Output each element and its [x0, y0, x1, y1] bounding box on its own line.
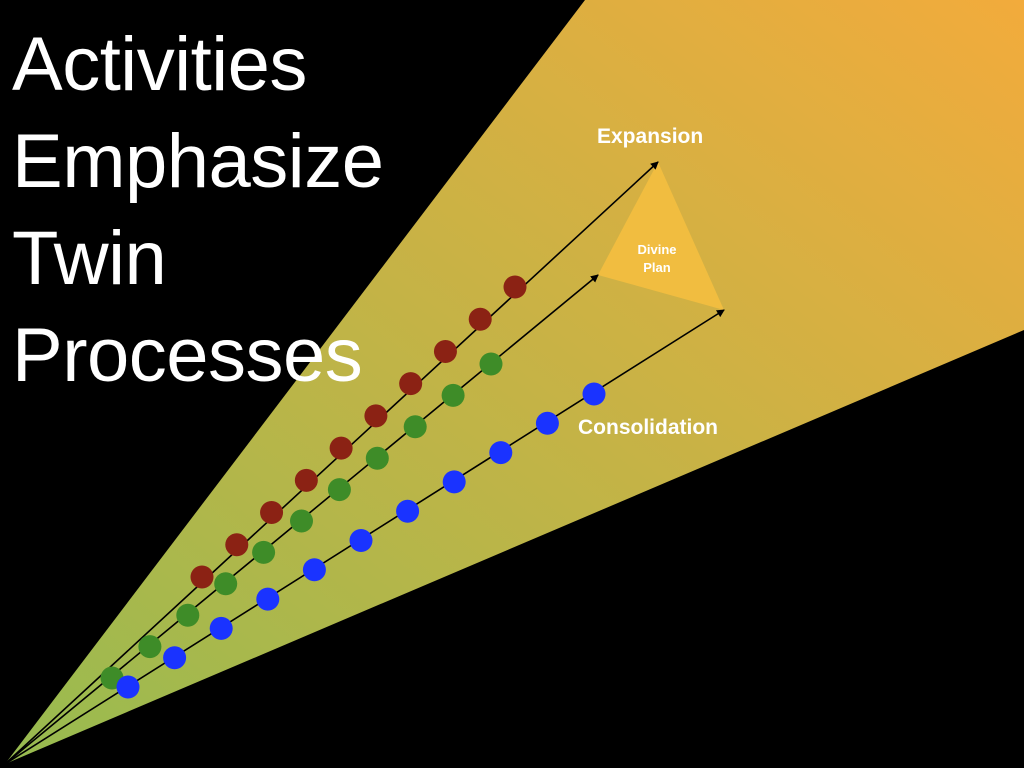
red-dot [503, 275, 527, 299]
blue-dot [535, 411, 559, 435]
green-dot [252, 540, 276, 564]
blue-dot [116, 675, 140, 699]
divine-plan-line: Plan [643, 260, 671, 275]
green-dot [403, 415, 427, 439]
consolidation-label: Consolidation [578, 416, 718, 439]
green-dot [441, 383, 465, 407]
green-dot [290, 509, 313, 533]
slide-title: Activities Emphasize Twin Processes [12, 16, 384, 404]
blue-dot [442, 470, 466, 494]
blue-dot [396, 499, 420, 523]
blue-dot [163, 646, 187, 670]
blue-dot [489, 441, 513, 465]
green-dot [214, 572, 238, 596]
red-dot [364, 404, 388, 428]
divine-plan-line: Divine [637, 242, 677, 257]
title-line: Activities [12, 22, 307, 107]
expansion-label: Expansion [597, 125, 704, 148]
red-dot [190, 565, 214, 589]
red-dot [433, 339, 457, 363]
divine-plan-triangle [598, 162, 724, 310]
title-line: Twin [12, 216, 167, 301]
red-dot [468, 307, 492, 331]
blue-dot [349, 529, 373, 552]
blue-dot [209, 616, 233, 640]
blue-dot [256, 587, 280, 611]
title-line: Processes [12, 313, 363, 398]
red-dot [260, 501, 284, 525]
title-line: Emphasize [12, 119, 384, 204]
divine-plan-label: Divine Plan [628, 241, 686, 277]
wedge [5, 0, 1024, 764]
red-dot [399, 372, 423, 396]
green-dot [176, 603, 200, 627]
green-dot [138, 635, 162, 659]
red-dot [225, 533, 249, 557]
red-dot [329, 436, 353, 460]
green-dot [327, 478, 351, 502]
blue-dot [582, 382, 606, 406]
green-dot [365, 446, 389, 470]
green-dot [479, 352, 503, 376]
blue-dot [302, 558, 326, 582]
expansion-arrow [4, 161, 659, 765]
red-dot [294, 468, 318, 492]
